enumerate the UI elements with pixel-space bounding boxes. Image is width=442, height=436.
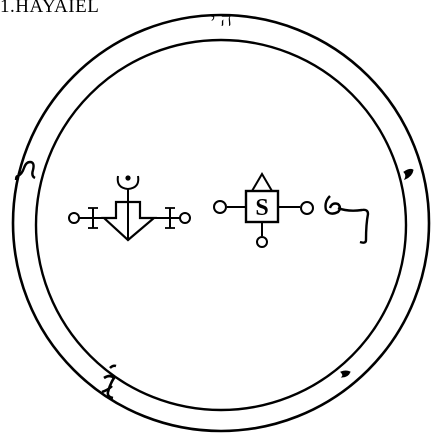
- hebrew-glyph-icon: [326, 196, 369, 243]
- ring-mark-right-icon: [404, 169, 413, 179]
- ring-mark-lower-left-icon: [102, 366, 116, 398]
- center-left-ring-icon: [214, 201, 226, 213]
- center-sigil: S: [214, 174, 313, 247]
- hebrew-letters-top: ה י: [210, 9, 232, 31]
- inner-ring: [36, 40, 406, 410]
- left-sigil: [69, 175, 190, 240]
- center-bottom-ring-icon: [257, 237, 267, 247]
- right-glyph: [326, 196, 369, 243]
- center-box-letter: S: [255, 195, 268, 221]
- ring-mark-lower-right-icon: [341, 371, 350, 377]
- sigil-left-ring-icon: [69, 213, 79, 223]
- sigil-right-ring-icon: [180, 213, 190, 223]
- crescent-dot-icon: [125, 175, 130, 180]
- triangle-icon: [252, 174, 272, 191]
- center-right-ring-icon: [301, 202, 313, 214]
